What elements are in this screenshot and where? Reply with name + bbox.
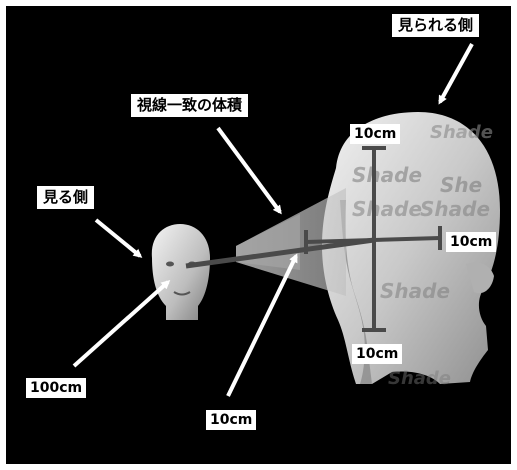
svg-text:Shade: Shade <box>388 368 451 389</box>
volume-top-label: 10cm <box>350 124 400 144</box>
volume-right-label: 10cm <box>446 232 496 252</box>
gaze-volume-label: 視線一致の体積 <box>131 94 248 117</box>
svg-text:She: She <box>440 173 482 197</box>
observed-side-label: 見られる側 <box>392 14 479 37</box>
volume-bottom-label: 10cm <box>352 344 402 364</box>
svg-text:Shade: Shade <box>352 163 422 187</box>
cone-width-label: 10cm <box>206 410 256 430</box>
svg-text:Shade: Shade <box>352 197 422 221</box>
svg-text:Shade: Shade <box>420 197 490 221</box>
svg-text:Shade: Shade <box>380 279 450 303</box>
distance-label: 100cm <box>26 378 86 398</box>
viewer-side-label: 見る側 <box>37 186 94 209</box>
svg-text:Shade: Shade <box>430 122 493 143</box>
